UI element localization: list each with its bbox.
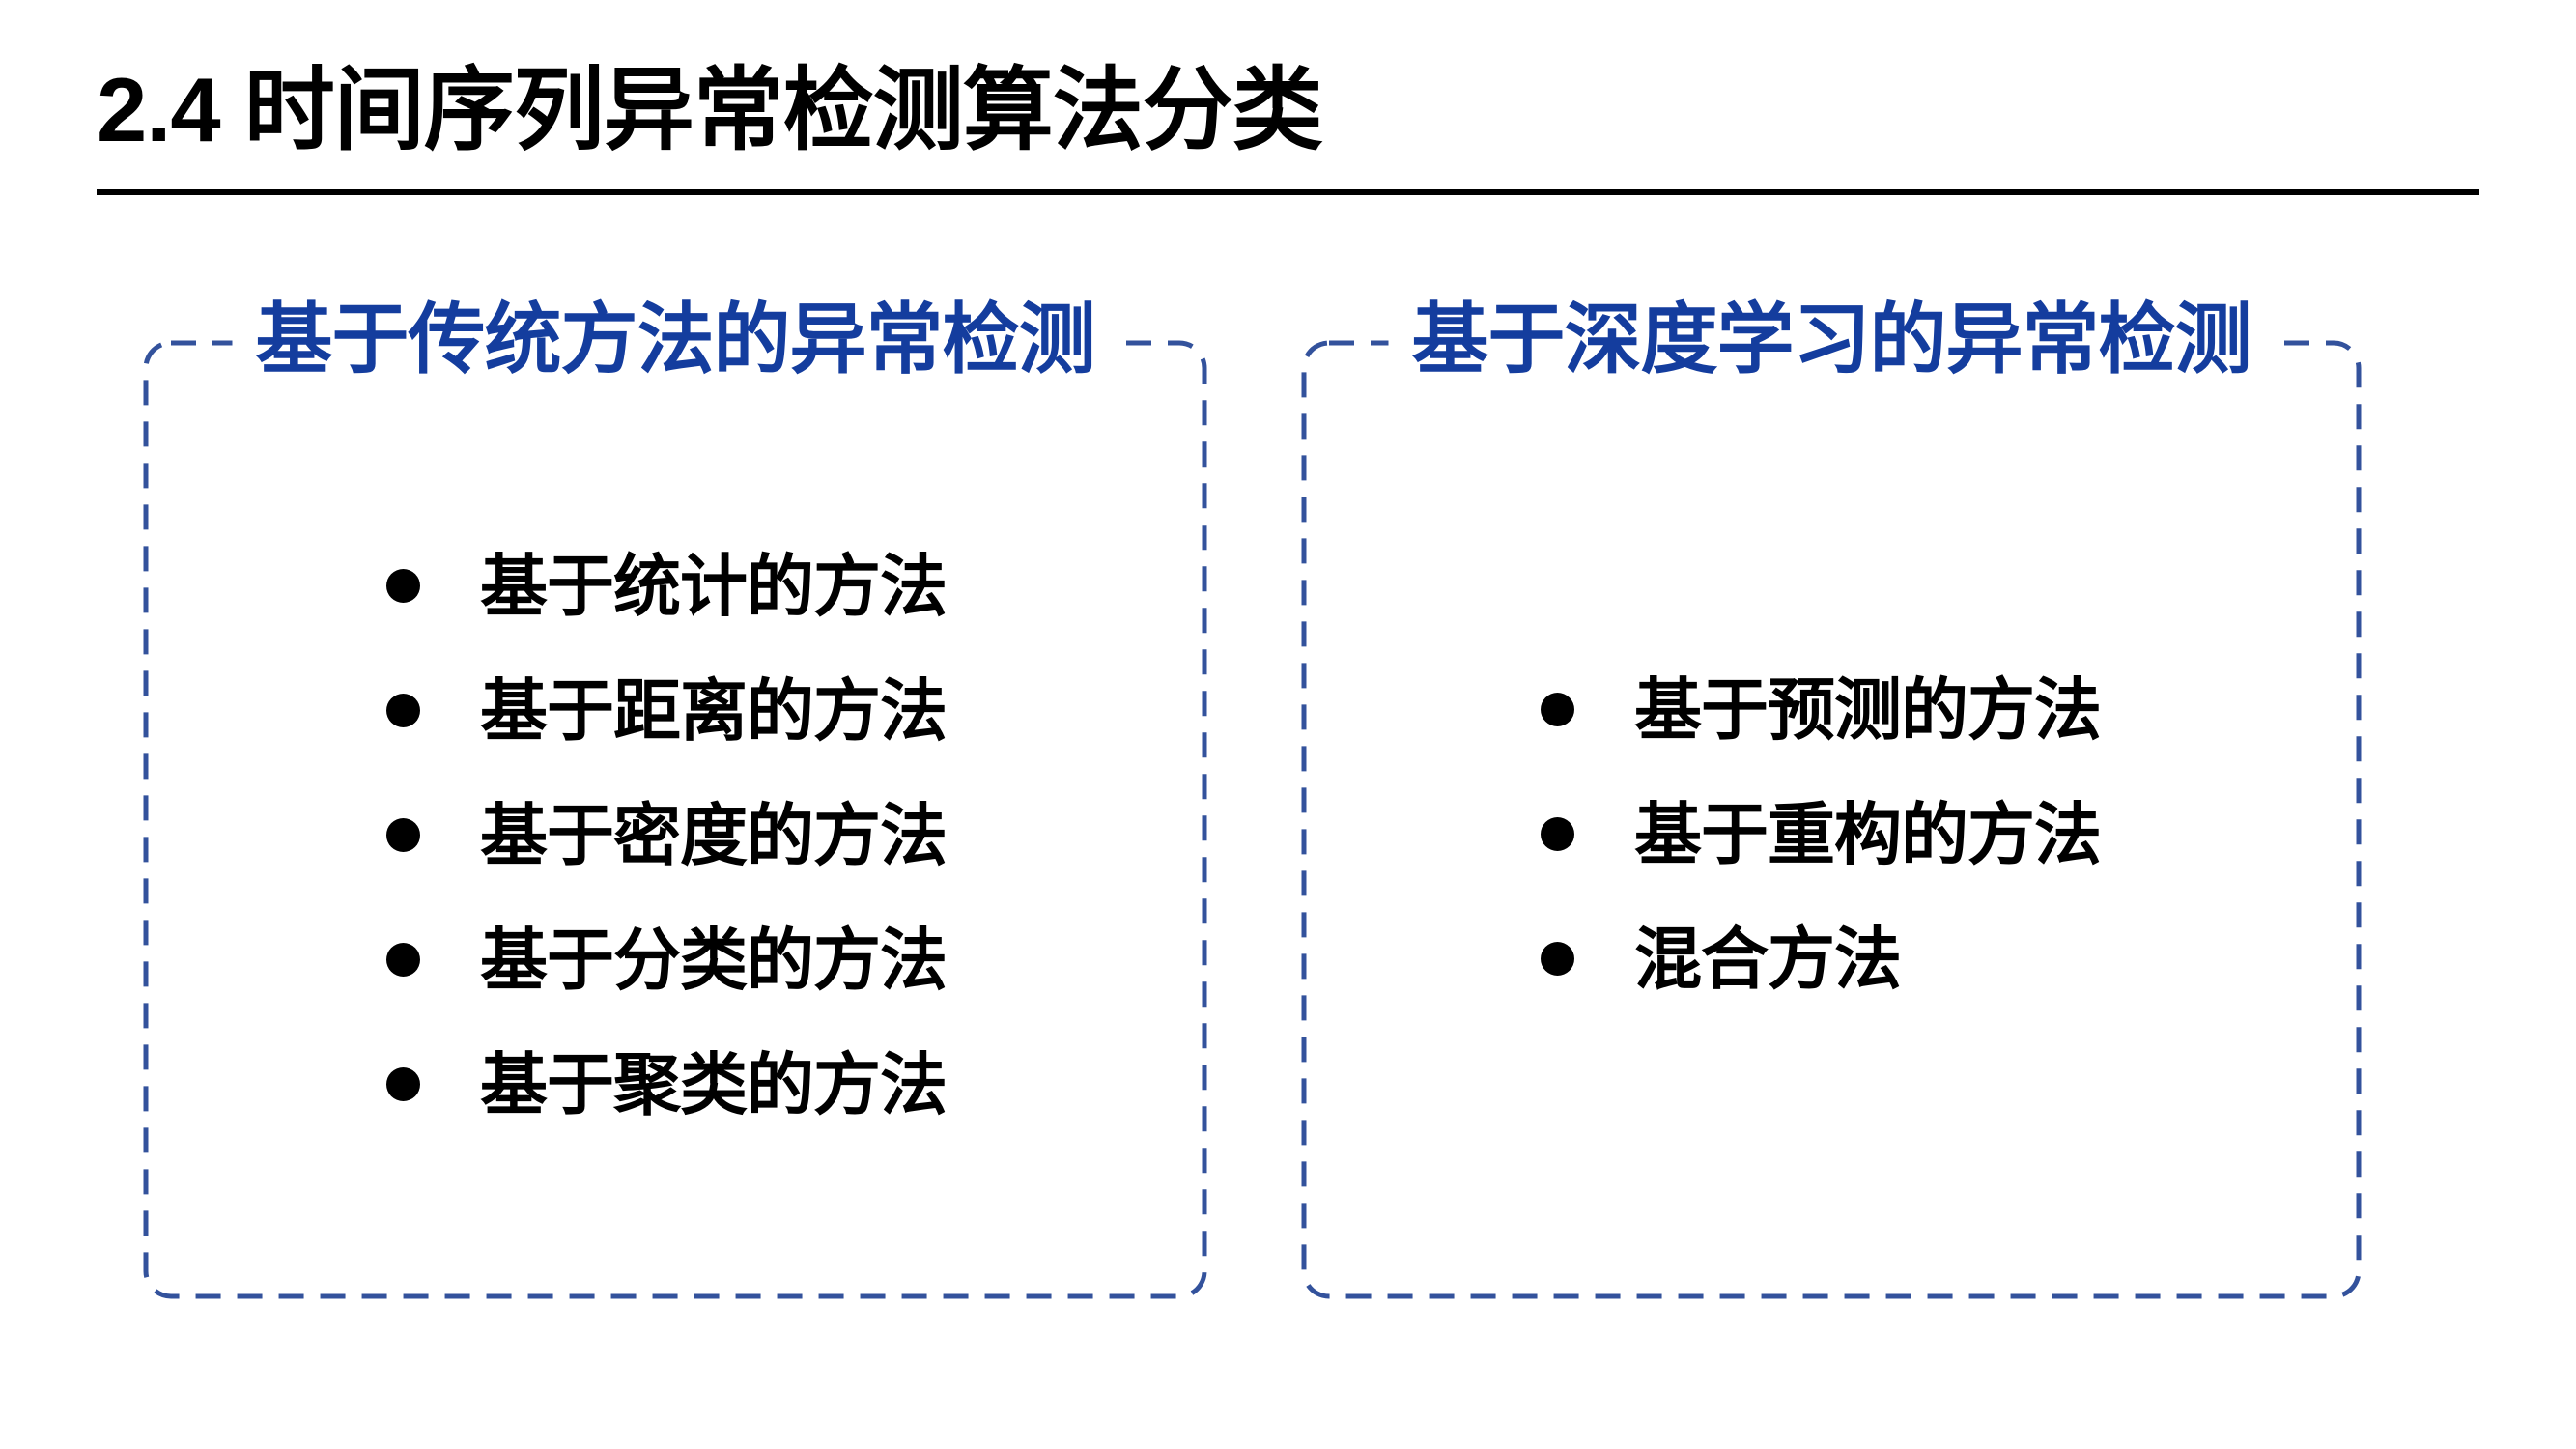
item-label: 基于统计的方法 [480,548,948,624]
list-item: 基于密度的方法 [386,773,948,897]
bullet-icon [1541,693,1574,726]
category-title-deep-learning: 基于深度学习的异常检测 [1388,299,2275,381]
bullet-icon [386,1067,420,1101]
item-label: 基于密度的方法 [480,797,948,873]
bullet-list-traditional: 基于统计的方法 基于距离的方法 基于密度的方法 基于分类的方法 基于聚类的方法 [386,524,948,1147]
bullet-icon [386,943,420,977]
item-label: 基于距离的方法 [480,672,948,749]
list-item: 基于统计的方法 [386,524,948,648]
bullet-icon [1541,817,1574,851]
item-label: 基于聚类的方法 [480,1046,948,1122]
item-label: 基于预测的方法 [1634,671,2102,748]
list-item: 基于重构的方法 [1541,772,2102,896]
item-label: 混合方法 [1634,921,1902,997]
category-box-deep-learning: 基于深度学习的异常检测 基于预测的方法 基于重构的方法 混合方法 [1301,299,2362,1299]
list-item: 基于预测的方法 [1541,647,2102,772]
bullet-icon [386,694,420,727]
item-label: 基于重构的方法 [1634,796,2102,872]
bullet-list-deep-learning: 基于预测的方法 基于重构的方法 混合方法 [1541,647,2102,1021]
item-label: 基于分类的方法 [480,922,948,998]
category-title-traditional: 基于传统方法的异常检测 [232,299,1118,381]
bullet-icon [386,569,420,603]
bullet-icon [386,818,420,852]
list-item: 基于距离的方法 [386,648,948,773]
page-title: 2.4 时间序列异常检测算法分类 [97,59,1323,160]
list-item: 基于聚类的方法 [386,1022,948,1147]
list-item: 混合方法 [1541,896,2101,1021]
bullet-icon [1541,942,1574,976]
list-item: 基于分类的方法 [386,897,948,1022]
title-divider [97,189,2479,195]
category-box-traditional: 基于传统方法的异常检测 基于统计的方法 基于距离的方法 基于密度的方法 基于分类… [143,299,1207,1299]
